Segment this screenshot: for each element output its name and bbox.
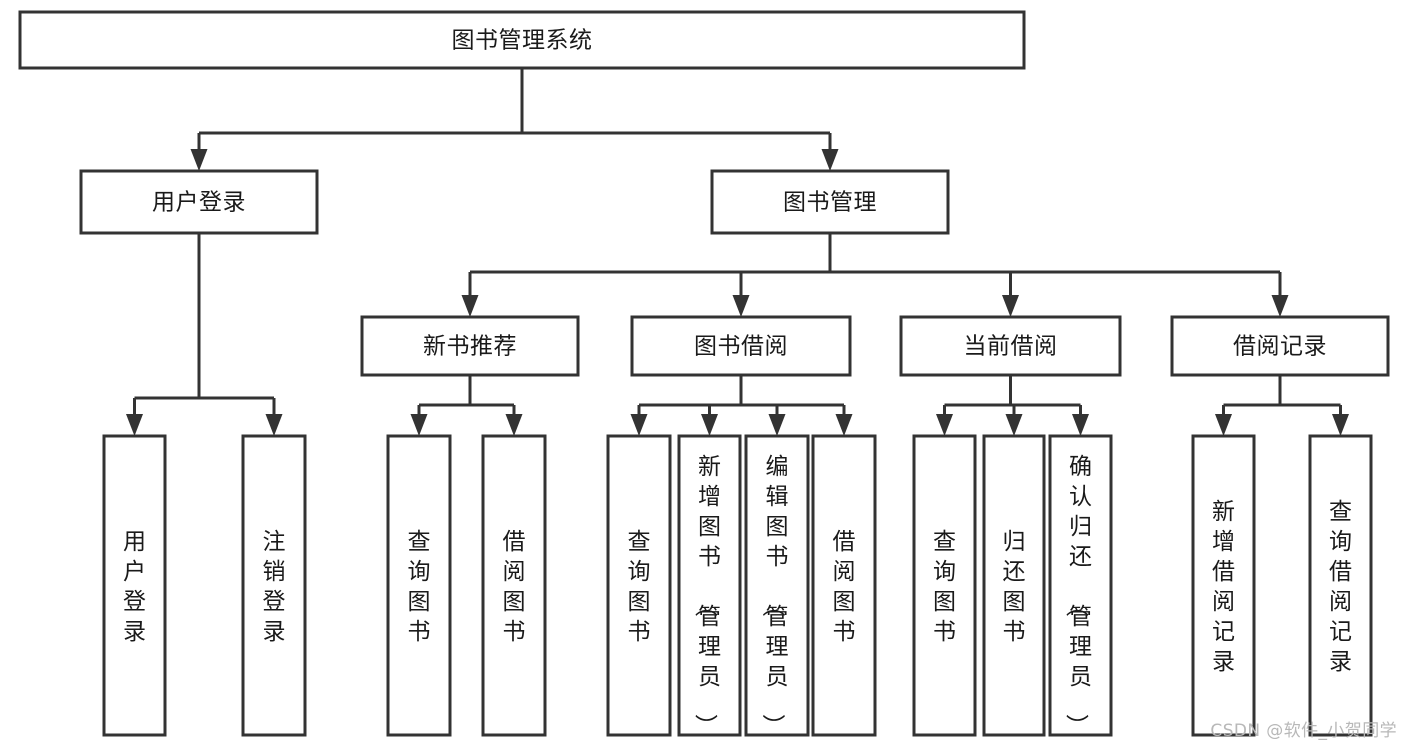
node-box xyxy=(982,434,1046,737)
node-leaf-user-login[interactable]: 用户登录 xyxy=(102,434,167,737)
arrow-head-icon xyxy=(1005,414,1023,436)
arrow-head-icon xyxy=(461,295,479,317)
node-book-manage[interactable]: 图书管理 xyxy=(710,169,950,235)
node-leaf-query-record[interactable]: 查询借阅记录 xyxy=(1308,434,1373,737)
arrow-head-icon xyxy=(701,414,718,436)
arrow-head-icon xyxy=(1002,295,1019,317)
node-book-borrow[interactable]: 图书借阅 xyxy=(630,315,852,377)
node-label: 借阅图书 xyxy=(503,529,526,645)
node-box xyxy=(1308,434,1373,737)
node-leaf-logout[interactable]: 注销登录 xyxy=(241,434,307,737)
connector-group xyxy=(630,375,853,436)
node-leaf-edit-book[interactable]: 编辑图书（管理员） xyxy=(744,434,810,737)
node-borrow-record[interactable]: 借阅记录 xyxy=(1170,315,1390,377)
node-box xyxy=(360,315,580,377)
arrow-head-icon xyxy=(936,414,953,436)
node-box xyxy=(1191,434,1256,737)
node-label: 图书借阅 xyxy=(694,334,788,360)
node-label: 查询借阅记录 xyxy=(1329,499,1352,675)
connector-group xyxy=(410,375,523,436)
node-label: 归还图书 xyxy=(1003,529,1026,645)
arrow-head-icon xyxy=(768,414,786,436)
node-box xyxy=(1170,315,1390,377)
node-label: 新书推荐 xyxy=(423,334,517,360)
node-box xyxy=(481,434,547,737)
node-leaf-add-record[interactable]: 新增借阅记录 xyxy=(1191,434,1256,737)
node-box xyxy=(102,434,167,737)
node-label: 用户登录 xyxy=(152,190,246,216)
arrow-head-icon xyxy=(821,149,839,171)
node-leaf-borrow-book-2[interactable]: 借阅图书 xyxy=(811,434,877,737)
node-label: 新增图书（管理员） xyxy=(692,454,721,737)
arrow-head-icon xyxy=(265,414,283,436)
connector-group xyxy=(126,233,283,436)
node-label: 用户登录 xyxy=(123,529,146,645)
arrow-head-icon xyxy=(410,414,428,436)
node-label: 查询图书 xyxy=(408,529,431,645)
arrow-head-icon xyxy=(505,414,523,436)
node-label: 确认归还（管理员） xyxy=(1063,454,1092,737)
node-box xyxy=(79,169,319,235)
node-box xyxy=(811,434,877,737)
node-label: 注销登录 xyxy=(263,529,286,645)
arrow-head-icon xyxy=(1271,295,1289,317)
node-box xyxy=(18,10,1026,70)
node-layer: 图书管理系统用户登录图书管理新书推荐图书借阅当前借阅借阅记录用户登录注销登录查询… xyxy=(18,10,1390,737)
connector-group xyxy=(1215,375,1349,436)
node-label: 当前借阅 xyxy=(964,334,1058,360)
node-leaf-query-book-1[interactable]: 查询图书 xyxy=(386,434,452,737)
node-label: 查询图书 xyxy=(933,529,956,645)
node-box xyxy=(744,434,810,737)
arrow-head-icon xyxy=(190,149,208,171)
node-label: 图书管理系统 xyxy=(452,28,593,54)
node-label: 新增借阅记录 xyxy=(1212,499,1235,675)
connector-group xyxy=(936,375,1089,436)
node-new-book-rec[interactable]: 新书推荐 xyxy=(360,315,580,377)
node-root[interactable]: 图书管理系统 xyxy=(18,10,1026,70)
arrow-head-icon xyxy=(1072,414,1089,436)
arrow-head-icon xyxy=(1332,414,1349,436)
node-label: 查询图书 xyxy=(628,529,651,645)
arrow-head-icon xyxy=(126,414,143,436)
connector-layer xyxy=(126,68,1349,436)
node-box xyxy=(606,434,672,737)
node-leaf-query-book-2[interactable]: 查询图书 xyxy=(606,434,672,737)
node-label: 编辑图书（管理员） xyxy=(760,454,789,737)
node-leaf-query-book-3[interactable]: 查询图书 xyxy=(912,434,977,737)
connector-group xyxy=(461,233,1289,317)
node-current-borrow[interactable]: 当前借阅 xyxy=(899,315,1122,377)
arrow-head-icon xyxy=(630,414,648,436)
node-leaf-borrow-book-1[interactable]: 借阅图书 xyxy=(481,434,547,737)
node-box xyxy=(241,434,307,737)
node-box xyxy=(386,434,452,737)
node-label: 借阅图书 xyxy=(833,529,856,645)
node-box xyxy=(710,169,950,235)
node-user-login[interactable]: 用户登录 xyxy=(79,169,319,235)
node-label: 借阅记录 xyxy=(1233,334,1327,360)
arrow-head-icon xyxy=(1215,414,1232,436)
node-leaf-add-book[interactable]: 新增图书（管理员） xyxy=(677,434,742,737)
node-box xyxy=(630,315,852,377)
node-box xyxy=(677,434,742,737)
node-leaf-return-book[interactable]: 归还图书 xyxy=(982,434,1046,737)
connector-group xyxy=(190,68,839,171)
node-box xyxy=(899,315,1122,377)
node-leaf-confirm-return[interactable]: 确认归还（管理员） xyxy=(1048,434,1113,737)
arrow-head-icon xyxy=(835,414,853,436)
watermark-label: CSDN @软件_小贺同学 xyxy=(1210,721,1397,741)
node-box xyxy=(912,434,977,737)
node-box xyxy=(1048,434,1113,737)
node-label: 图书管理 xyxy=(783,190,877,216)
arrow-head-icon xyxy=(732,295,750,317)
